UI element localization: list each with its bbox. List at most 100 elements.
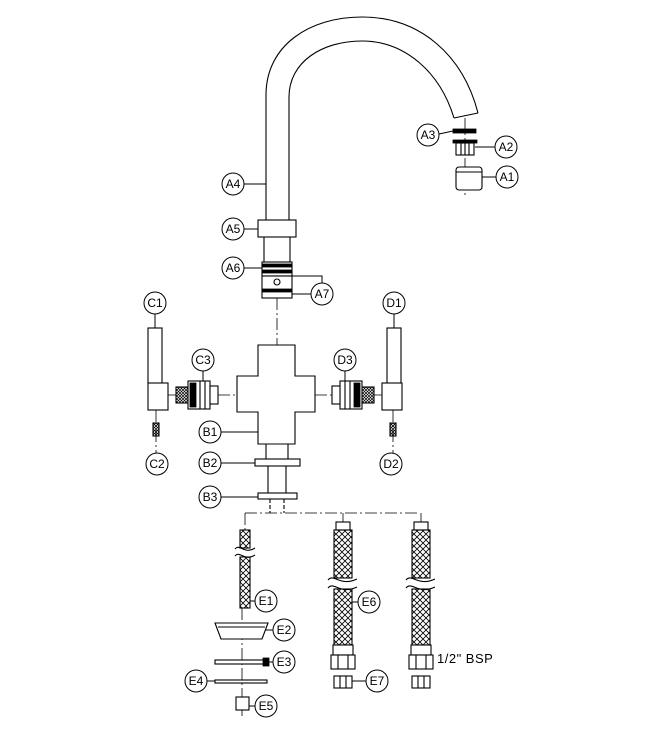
hose-e6-hex [330,654,356,670]
handle-c1 [147,327,169,411]
callout-e1-circle [254,589,278,613]
hose-right-hex [408,654,434,670]
nut-e5 [235,696,250,711]
aerator-nut-a2 [452,139,478,156]
callout-b2: B2 [198,451,222,475]
callout-c1-label: C1 [147,296,163,310]
callout-e5: E5 [254,694,278,718]
spout-inner-edge [288,40,455,220]
callout-e5-label: E5 [259,699,274,713]
handle-c1-lever [147,327,163,385]
cartridge-d3-ribs [344,381,351,409]
callout-e7-label: E7 [370,674,385,688]
cartridge-c3-band [189,382,197,408]
callout-e3: E3 [272,650,296,674]
callout-e7: E7 [365,669,389,693]
washer-e3-plate [214,659,266,665]
callout-b1-label: B1 [203,425,218,439]
handle-d1-lever [386,327,402,385]
callout-e2: E2 [272,618,296,642]
spout-base-tube [263,237,291,262]
callout-a1-circle [495,165,519,189]
spout [265,16,479,220]
callout-a1: A1 [495,165,519,189]
handle-d1-hub [381,382,403,411]
callout-c2: C2 [145,452,169,476]
callout-a2-circle [494,135,518,159]
callout-c3: C3 [191,348,215,372]
hose-right-top-fitting [413,521,429,531]
aerator-a1 [455,166,483,191]
washer-e3-tab [262,657,270,667]
adaptor-right-flats [417,676,425,688]
callout-c3-circle [191,348,215,372]
callout-a6-circle [221,256,245,280]
callout-a7-label: A7 [315,287,330,301]
threaded-rod-break [234,546,256,558]
callout-e3-circle [272,650,296,674]
adaptor-e7 [333,675,353,689]
callout-e1-label: E1 [259,594,274,608]
callout-e1: E1 [254,589,278,613]
callout-e6: E6 [357,590,381,614]
hose-e6-upper [333,529,353,579]
callout-d3-label: D3 [337,353,353,367]
adaptor-e7-body [333,675,353,689]
thread-size-note: 1/2" BSP [437,651,493,666]
callout-e2-label: E2 [277,623,292,637]
callout-e6-label: E6 [362,595,377,609]
callout-d2: D2 [379,452,403,476]
grub-screw-d2 [389,422,397,437]
callout-c1: C1 [143,291,167,315]
callout-c2-circle [145,452,169,476]
o-ring-middle [261,269,293,274]
cartridge-c3 [175,380,219,410]
threaded-rod-upper [239,529,251,549]
hose-right-lower [411,588,431,646]
grub-screw-c2 [152,422,160,437]
o-ring-upper [261,263,293,268]
hose-e6-ferrule [332,644,354,656]
adaptor-right-body [411,675,431,689]
collar-a5 [257,219,297,238]
body-stem-lower [269,499,285,513]
callout-a3-label: A3 [421,128,436,142]
threaded-rod-lower [239,556,251,609]
callout-d3: D3 [333,348,357,372]
cartridge-c3-ribs [199,381,206,409]
washer-b3 [257,492,298,500]
cartridge-d3-band [353,382,361,408]
callout-a1-label: A1 [500,170,515,184]
adaptor-e7-flats [339,676,347,688]
spout-base-a6 [261,261,293,277]
spout-base-a7 [261,275,293,299]
callout-c3-label: C3 [195,353,211,367]
leader-lines [154,130,496,707]
callout-e5-circle [254,694,278,718]
callout-a7: A7 [310,282,334,306]
callout-b3: B3 [198,485,222,509]
callout-e6-circle [357,590,381,614]
threaded-rod-e1 [234,529,256,609]
callout-b2-circle [198,451,222,475]
callout-d1-label: D1 [386,296,402,310]
cartridge-d3-spline [361,386,375,404]
callout-a3-circle [416,123,440,147]
callout-a4: A4 [221,172,245,196]
callout-b1-circle [198,420,222,444]
flexible-hose-e6 [327,521,358,670]
callout-b2-label: B2 [203,456,218,470]
adaptor-right [411,675,431,689]
grub-hole [273,278,281,286]
body-cross-b1 [236,344,316,445]
bracket-e2 [214,622,269,640]
callout-e4-label: E4 [189,674,204,688]
hose-e6-break [327,577,358,591]
flexible-hose-right [405,521,436,670]
o-ring-lower [261,288,293,293]
callout-a3: A3 [416,123,440,147]
callout-d2-circle [379,452,403,476]
leader-a7-upper [292,275,323,283]
callout-e2-circle [272,618,296,642]
